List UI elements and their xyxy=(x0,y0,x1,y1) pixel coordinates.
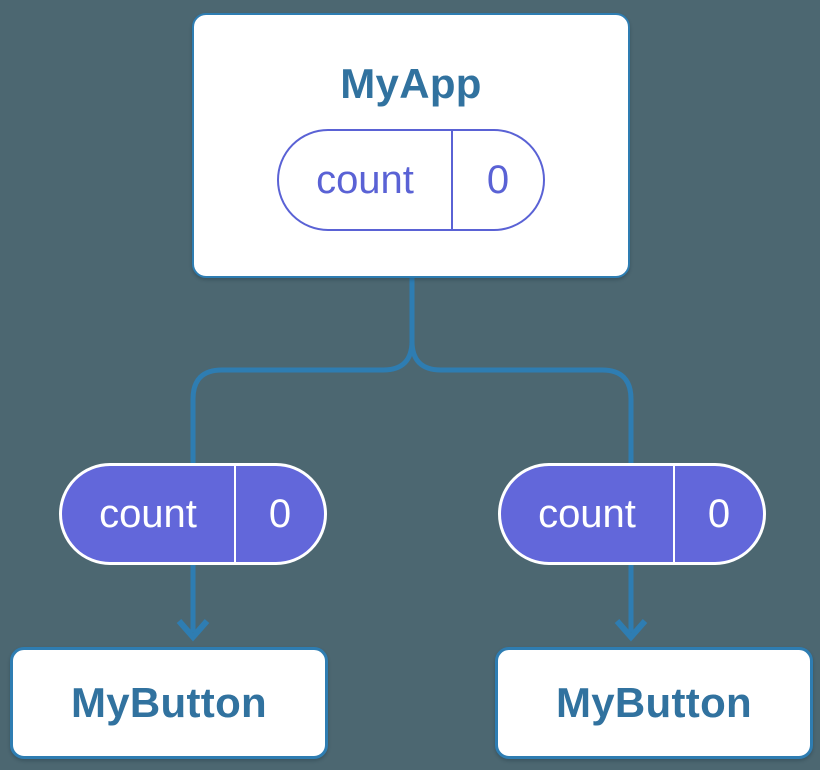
left-branch-line xyxy=(190,340,415,632)
root-component-card: MyApp count 0 xyxy=(192,13,630,278)
state-key-label: count xyxy=(99,491,197,536)
right-child-component-card: MyButton xyxy=(495,647,813,759)
state-key-label: count xyxy=(538,491,636,536)
left-arrowhead-down-icon xyxy=(176,619,210,642)
child-component-title: MyButton xyxy=(555,679,752,726)
right-child-state-pill: count 0 xyxy=(498,463,766,565)
root-component-title: MyApp xyxy=(340,60,482,107)
state-value: 0 xyxy=(486,157,510,202)
state-value: 0 xyxy=(268,491,292,536)
state-key-label: count xyxy=(316,157,414,202)
left-child-state-pill: count 0 xyxy=(59,463,327,565)
left-child-component-card: MyButton xyxy=(10,647,328,759)
state-pill-divider xyxy=(451,131,453,229)
state-pill-divider xyxy=(234,466,236,562)
root-state-pill: count 0 xyxy=(277,129,545,231)
state-value: 0 xyxy=(707,491,731,536)
right-branch-line xyxy=(409,340,634,632)
right-arrowhead-down-icon xyxy=(614,619,648,642)
child-component-title: MyButton xyxy=(70,679,267,726)
state-pill-divider xyxy=(673,466,675,562)
